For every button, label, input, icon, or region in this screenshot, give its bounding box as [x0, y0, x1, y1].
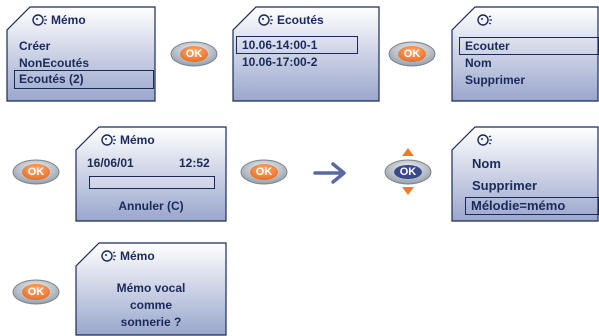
confirmation-text-line: sonnerie ?: [120, 315, 182, 329]
menu-item-melodie-memo[interactable]: Mélodie=mémo: [471, 198, 566, 213]
menu-selection-highlight: [14, 70, 154, 89]
menu-item-supprimer[interactable]: Supprimer: [472, 178, 538, 193]
voice-head-icon: [101, 133, 117, 147]
menu-item-ecoutes[interactable]: Ecoutés (2): [19, 72, 84, 86]
voice-head-icon: [477, 13, 493, 27]
confirmation-text-line: comme: [129, 298, 173, 312]
menu-item-ecouter[interactable]: Ecouter: [465, 39, 510, 53]
menu-item-nonecoutes[interactable]: NonEcoutés: [19, 56, 90, 70]
confirmation-screen: Mémo Mémo vocal comme sonnerie ?: [75, 242, 227, 336]
memo-date: 16/06/01: [87, 156, 134, 170]
voice-head-icon: [101, 249, 117, 263]
memo-menu-screen: Mémo Créer NonEcoutés Ecoutés (2): [6, 6, 156, 102]
ok-button[interactable]: OK: [12, 159, 60, 185]
voice-head-icon: [32, 13, 48, 27]
ok-button[interactable]: OK: [12, 279, 60, 305]
screen-title: [477, 133, 496, 147]
scroll-up-arrow-icon: [402, 148, 414, 156]
memo-time: 12:52: [179, 156, 210, 170]
list-selection-highlight: [236, 36, 358, 54]
voice-head-icon: [477, 133, 493, 147]
cancel-option[interactable]: Annuler (C): [118, 199, 184, 213]
actions-screen: Ecouter Nom Supprimer: [451, 6, 599, 102]
menu-item-supprimer[interactable]: Supprimer: [465, 73, 526, 87]
navigation-ok-button[interactable]: OK: [384, 159, 432, 185]
menu-item-creer[interactable]: Créer: [19, 39, 51, 53]
screen-title: Mémo: [101, 133, 155, 147]
confirmation-text-line: Mémo vocal: [116, 281, 186, 295]
screen-title: Mémo: [101, 249, 155, 263]
screen-title: [477, 13, 496, 27]
menu-item-nom[interactable]: Nom: [472, 156, 501, 171]
ecoutes-list-screen: Ecoutés 10.06-14:00-1 10.06-17:00-2: [232, 6, 380, 102]
actions-screen-2: Nom Supprimer Mélodie=mémo: [451, 126, 599, 222]
playback-screen: Mémo 16/06/01 12:52 Annuler (C): [75, 126, 227, 222]
ok-button[interactable]: OK: [170, 41, 218, 67]
arrow-right-icon: [313, 162, 346, 184]
ok-button[interactable]: OK: [240, 159, 288, 185]
ok-button[interactable]: OK: [388, 41, 436, 67]
list-item[interactable]: 10.06-14:00-1: [242, 38, 318, 52]
menu-item-nom[interactable]: Nom: [465, 56, 492, 70]
screen-title: Mémo: [32, 13, 86, 27]
scroll-down-arrow-icon: [402, 187, 414, 195]
playback-progress-bar: [89, 176, 215, 189]
screen-title: Ecoutés: [258, 13, 324, 27]
list-item[interactable]: 10.06-17:00-2: [242, 55, 318, 69]
voice-head-icon: [258, 13, 274, 27]
